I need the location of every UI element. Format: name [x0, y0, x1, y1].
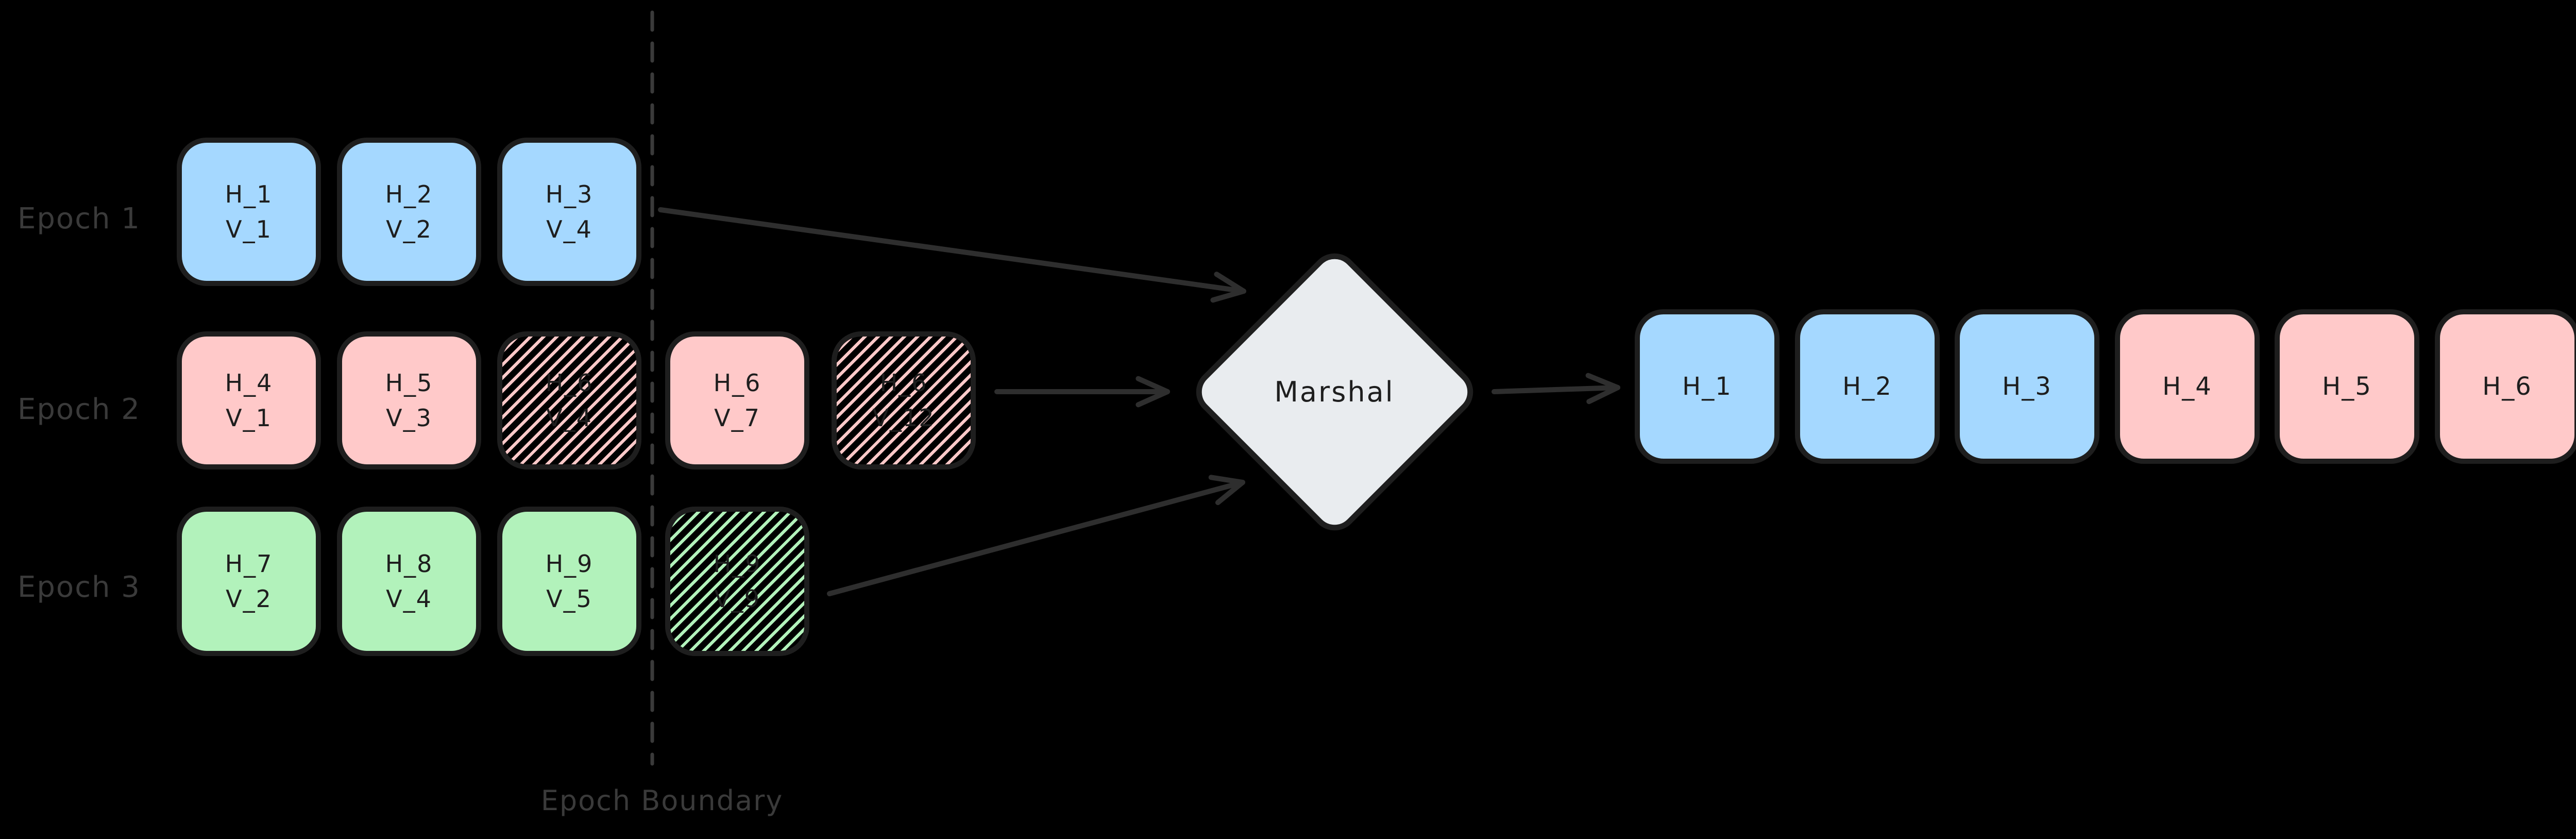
arrow-epoch3-to-marshal-shaft — [827, 480, 1245, 596]
output-shard-label: H_2 — [1842, 372, 1892, 401]
arrow-marshal-to-output-shaft — [1492, 385, 1620, 394]
epoch-label-1: Epoch 1 — [18, 202, 141, 236]
arrow-epoch2-to-marshal — [994, 376, 1170, 408]
shard-box-label: H_5 — [385, 369, 433, 397]
output-shard-box: H_6 — [2435, 309, 2576, 464]
arrow-marshal-to-output-head — [1586, 385, 1620, 405]
shard-box-label: V_4 — [546, 404, 592, 432]
arrow-epoch1-to-marshal-shaft — [658, 207, 1246, 294]
marshal-label: Marshal — [1274, 375, 1395, 408]
shard-box-label: V_9 — [714, 585, 760, 613]
shard-box-label: V_12 — [872, 404, 935, 432]
shard-box-label: V_7 — [714, 404, 760, 432]
shard-box-label: V_4 — [386, 585, 432, 613]
epoch-boundary-label: Epoch Boundary — [540, 784, 784, 817]
output-shard-box: H_2 — [1795, 309, 1940, 464]
output-shard-label: H_4 — [2162, 372, 2212, 401]
arrow-epoch3-to-marshal — [827, 475, 1245, 596]
arrow-marshal-to-output — [1492, 373, 1620, 405]
output-shard-box: H_4 — [2115, 309, 2260, 464]
shard-box-label: V_2 — [386, 215, 432, 243]
output-shard-label: H_5 — [2322, 372, 2372, 401]
arrow-epoch1-to-marshal — [658, 207, 1246, 303]
shard-box-label: H_6 — [545, 369, 594, 397]
shard-box-label: V_2 — [226, 585, 272, 613]
shard-box-label: H_7 — [225, 550, 273, 578]
shard-box-label: H_8 — [385, 550, 433, 578]
epoch-label-2: Epoch 2 — [18, 393, 141, 426]
output-shard-box: H_1 — [1635, 309, 1780, 464]
arrow-epoch2-to-marshal-head — [1136, 376, 1170, 394]
arrow-marshal-to-output-head — [1585, 373, 1620, 390]
shard-box-label: V_5 — [546, 585, 592, 613]
shard-box-label: V_1 — [226, 215, 272, 243]
shard-box-label: V_3 — [386, 404, 432, 432]
shard-box-label: H_4 — [225, 369, 273, 397]
output-shard-box: H_5 — [2275, 309, 2419, 464]
output-shard-box: H_3 — [1955, 309, 2099, 464]
shard-box-label: H_1 — [225, 180, 273, 208]
output-shard-label: H_3 — [2002, 372, 2052, 401]
arrow-epoch2-to-marshal-head — [1136, 389, 1170, 408]
shard-box-label: H_2 — [385, 180, 433, 208]
shard-box-label: V_1 — [226, 404, 272, 432]
shard-box-label: H_3 — [545, 180, 594, 208]
shard-box-label: H_6 — [713, 369, 761, 397]
output-shard-label: H_1 — [1682, 372, 1732, 401]
shard-box-label: H_6 — [879, 369, 928, 397]
epoch-label-3: Epoch 3 — [18, 570, 141, 604]
shard-box-label: H_9 — [713, 550, 761, 578]
shard-box-label: H_9 — [545, 550, 594, 578]
shard-box-label: V_4 — [546, 215, 592, 243]
output-shard-label: H_6 — [2482, 372, 2532, 401]
